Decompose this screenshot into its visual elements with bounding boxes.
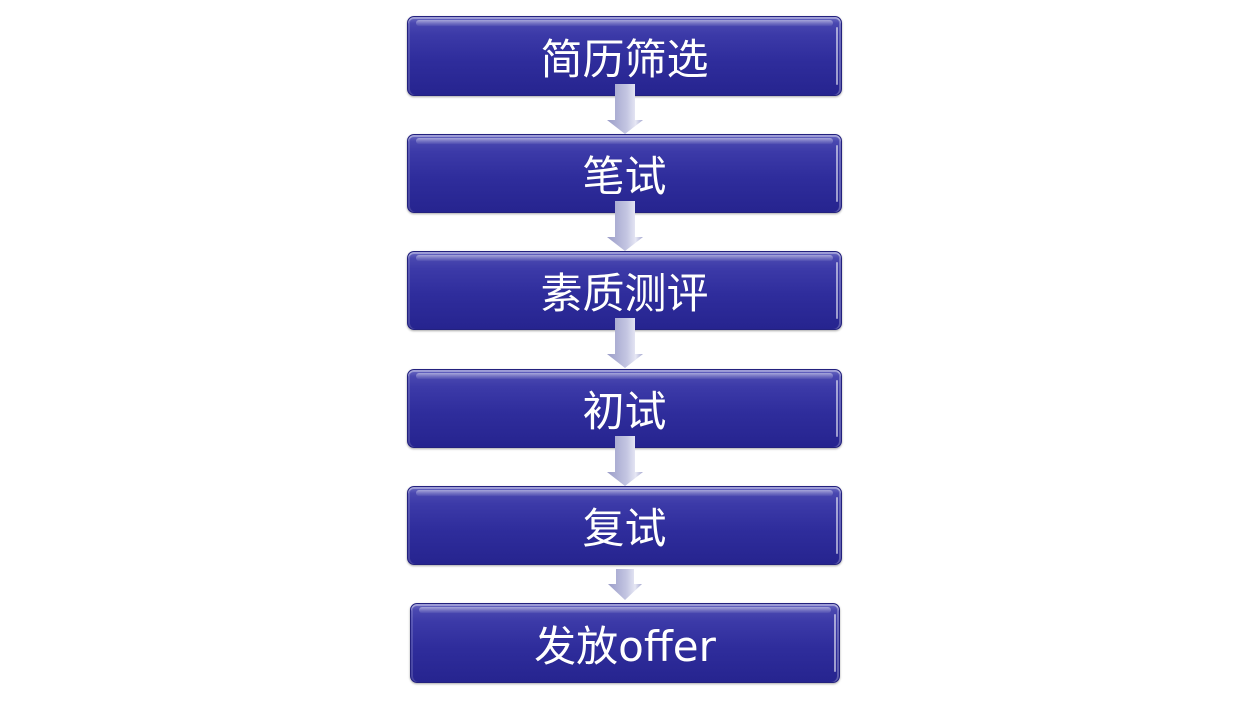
down-arrow-icon <box>607 201 643 251</box>
step-box-first-interview: 初试 <box>407 369 842 448</box>
step-box-second-interview: 复试 <box>407 486 842 565</box>
step-box-send-offer: 发放offer <box>410 603 840 683</box>
step-box-resume-screening: 简历筛选 <box>407 16 842 96</box>
step-label: 初试 <box>582 387 667 436</box>
down-arrow-icon <box>608 569 642 600</box>
step-label: 发放offer <box>534 621 716 671</box>
step-label: 简历筛选 <box>540 34 709 84</box>
step-box-quality-assessment: 素质测评 <box>407 251 842 330</box>
step-label: 笔试 <box>582 152 667 201</box>
down-arrow-icon <box>607 84 643 134</box>
step-label: 素质测评 <box>540 269 709 318</box>
down-arrow-icon <box>607 436 643 486</box>
down-arrow-icon <box>607 318 643 368</box>
step-label: 复试 <box>582 504 667 553</box>
